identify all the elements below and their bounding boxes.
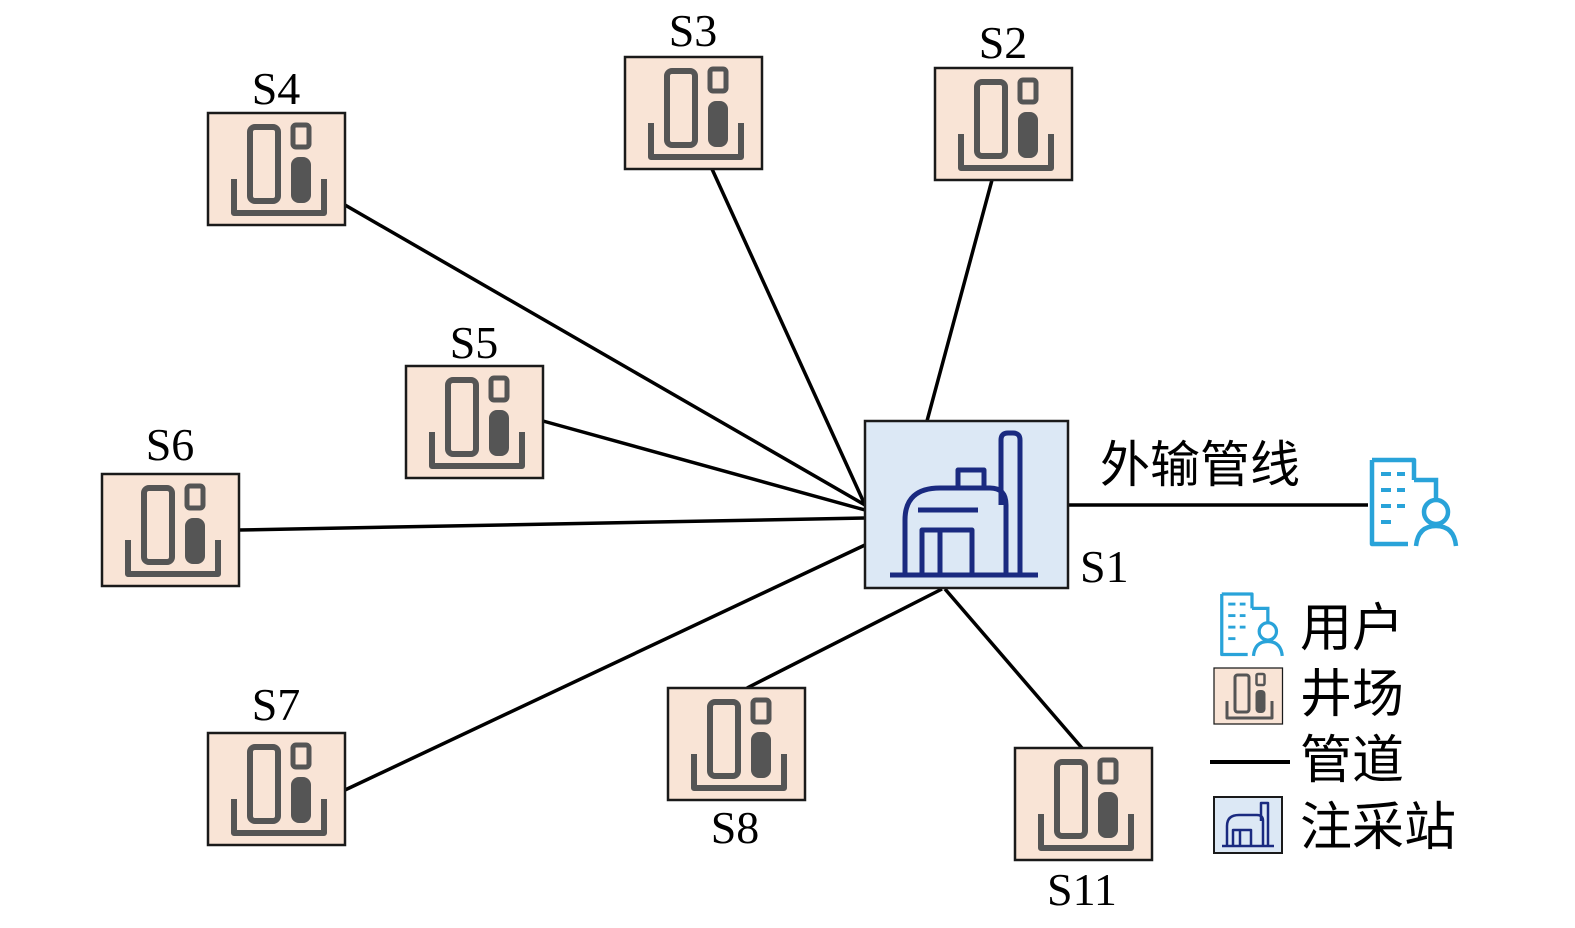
well-site-icon [1212, 666, 1284, 726]
legend-item-well-site: 井场 [1212, 666, 1404, 726]
pipeline-s1-s5 [542, 419, 866, 512]
legend: 用户 井场 管道 注采站 [1210, 592, 1456, 857]
well-site-s6: S6 [102, 419, 239, 586]
legend-label-well-site: 井场 [1300, 667, 1404, 724]
pipeline-s1-s11 [943, 587, 1084, 750]
pipeline-s1-s7 [344, 543, 866, 792]
well-site-s5: S5 [406, 317, 543, 478]
legend-item-pipeline: 管道 [1210, 733, 1404, 790]
legend-item-station: 注采站 [1213, 796, 1456, 857]
legend-label-station: 注采站 [1300, 800, 1456, 857]
well-site-s2: S2 [935, 17, 1072, 180]
well-site-label: S3 [669, 5, 718, 56]
user-building-icon [1372, 460, 1456, 546]
station-swatch [1213, 796, 1283, 854]
well-site-label: S4 [252, 63, 301, 114]
pipeline-s1-s4 [344, 203, 866, 507]
export-pipeline-label: 外输管线 [1100, 437, 1300, 493]
pipeline-s1-s6 [238, 516, 866, 532]
well-site-s3: S3 [625, 5, 762, 169]
well-site-label: S11 [1047, 864, 1117, 915]
well-site-label: S7 [252, 679, 301, 730]
pipeline-s1-s2 [925, 179, 994, 422]
well-site-label: S8 [711, 802, 760, 853]
pipelines [238, 168, 1368, 792]
legend-label-pipeline: 管道 [1300, 733, 1404, 790]
station-label: S1 [1080, 541, 1129, 592]
station-s1: S1 [863, 419, 1129, 592]
legend-item-user: 用户 [1220, 592, 1404, 658]
well-site-label: S2 [979, 17, 1028, 68]
station-box [863, 419, 1070, 590]
pipeline-s1-s8 [746, 587, 943, 690]
well-site-s11: S11 [1015, 748, 1152, 915]
well-site-label: S5 [450, 317, 499, 368]
factory-icon [890, 430, 1038, 578]
legend-label-user: 用户 [1300, 601, 1404, 658]
pipeline-s1-s3 [710, 168, 867, 506]
well-site-label: S6 [146, 419, 195, 470]
user-building-icon [1220, 592, 1284, 658]
well-site-s7: S7 [208, 679, 345, 845]
user-endpoint [1372, 460, 1456, 546]
well-site-s4: S4 [208, 63, 345, 225]
factory-icon [1222, 801, 1274, 848]
well-site-s8: S8 [668, 688, 805, 853]
